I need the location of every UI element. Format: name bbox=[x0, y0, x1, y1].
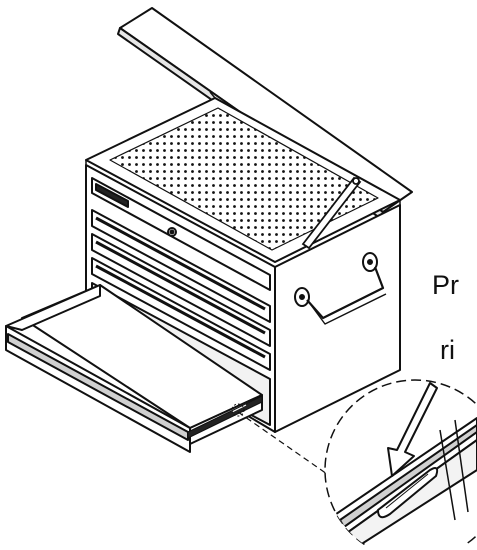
pegboard-liner bbox=[109, 107, 379, 251]
drawer-3-handle bbox=[95, 240, 266, 335]
down-left-arrow-icon bbox=[387, 382, 438, 477]
detail-callout bbox=[324, 379, 477, 550]
drawer-2-handle bbox=[95, 216, 266, 311]
lid-support-stay bbox=[301, 176, 362, 250]
instruction-text-line-2: ri bbox=[440, 335, 455, 365]
instruction-text-line-1: Pr bbox=[432, 270, 459, 300]
brand-badge bbox=[95, 183, 129, 208]
chest-side bbox=[274, 204, 401, 433]
open-drawer bbox=[5, 284, 263, 453]
side-handle bbox=[294, 252, 387, 325]
callout-origin bbox=[231, 403, 245, 417]
drawer-4-handle bbox=[95, 264, 266, 359]
